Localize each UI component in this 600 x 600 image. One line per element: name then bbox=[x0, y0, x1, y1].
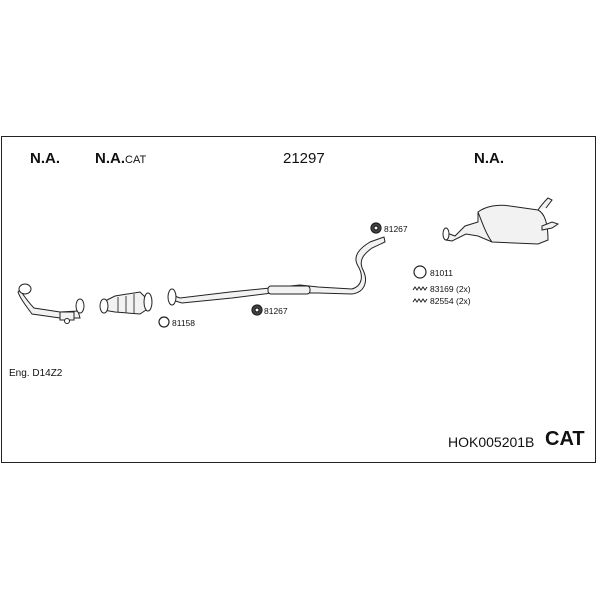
front-pipe-part[interactable] bbox=[17, 283, 85, 324]
label-81267-top: 81267 bbox=[384, 224, 408, 234]
label-81267-mid: 81267 bbox=[264, 306, 288, 316]
gasket-ring-81158[interactable] bbox=[158, 316, 170, 328]
diagram-frame bbox=[1, 136, 596, 463]
engine-label: Eng. D14Z2 bbox=[9, 368, 63, 379]
gasket-ring-81011[interactable] bbox=[413, 265, 427, 279]
label-81011: 81011 bbox=[430, 268, 454, 278]
spring-82554[interactable] bbox=[412, 298, 428, 303]
gasket-ring-81267-top[interactable] bbox=[370, 222, 382, 234]
category-label: CAT bbox=[545, 428, 585, 450]
product-code: HOK005201B bbox=[448, 434, 535, 450]
header-rear-silencer: N.A. bbox=[474, 150, 504, 167]
spring-83169[interactable] bbox=[412, 286, 428, 291]
header-middle-pipe: 21297 bbox=[283, 150, 325, 167]
middle-pipe-part[interactable] bbox=[167, 236, 386, 306]
header-front-pipe: N.A. bbox=[30, 150, 60, 167]
label-81158: 81158 bbox=[172, 318, 196, 328]
header-catalyst: N.A.CAT bbox=[95, 150, 147, 167]
gasket-ring-81267-mid[interactable] bbox=[251, 304, 263, 316]
label-82554: 82554 (2x) bbox=[430, 296, 471, 306]
label-83169: 83169 (2x) bbox=[430, 284, 471, 294]
rear-silencer-part[interactable] bbox=[442, 197, 560, 245]
catalyst-part[interactable] bbox=[99, 291, 153, 315]
